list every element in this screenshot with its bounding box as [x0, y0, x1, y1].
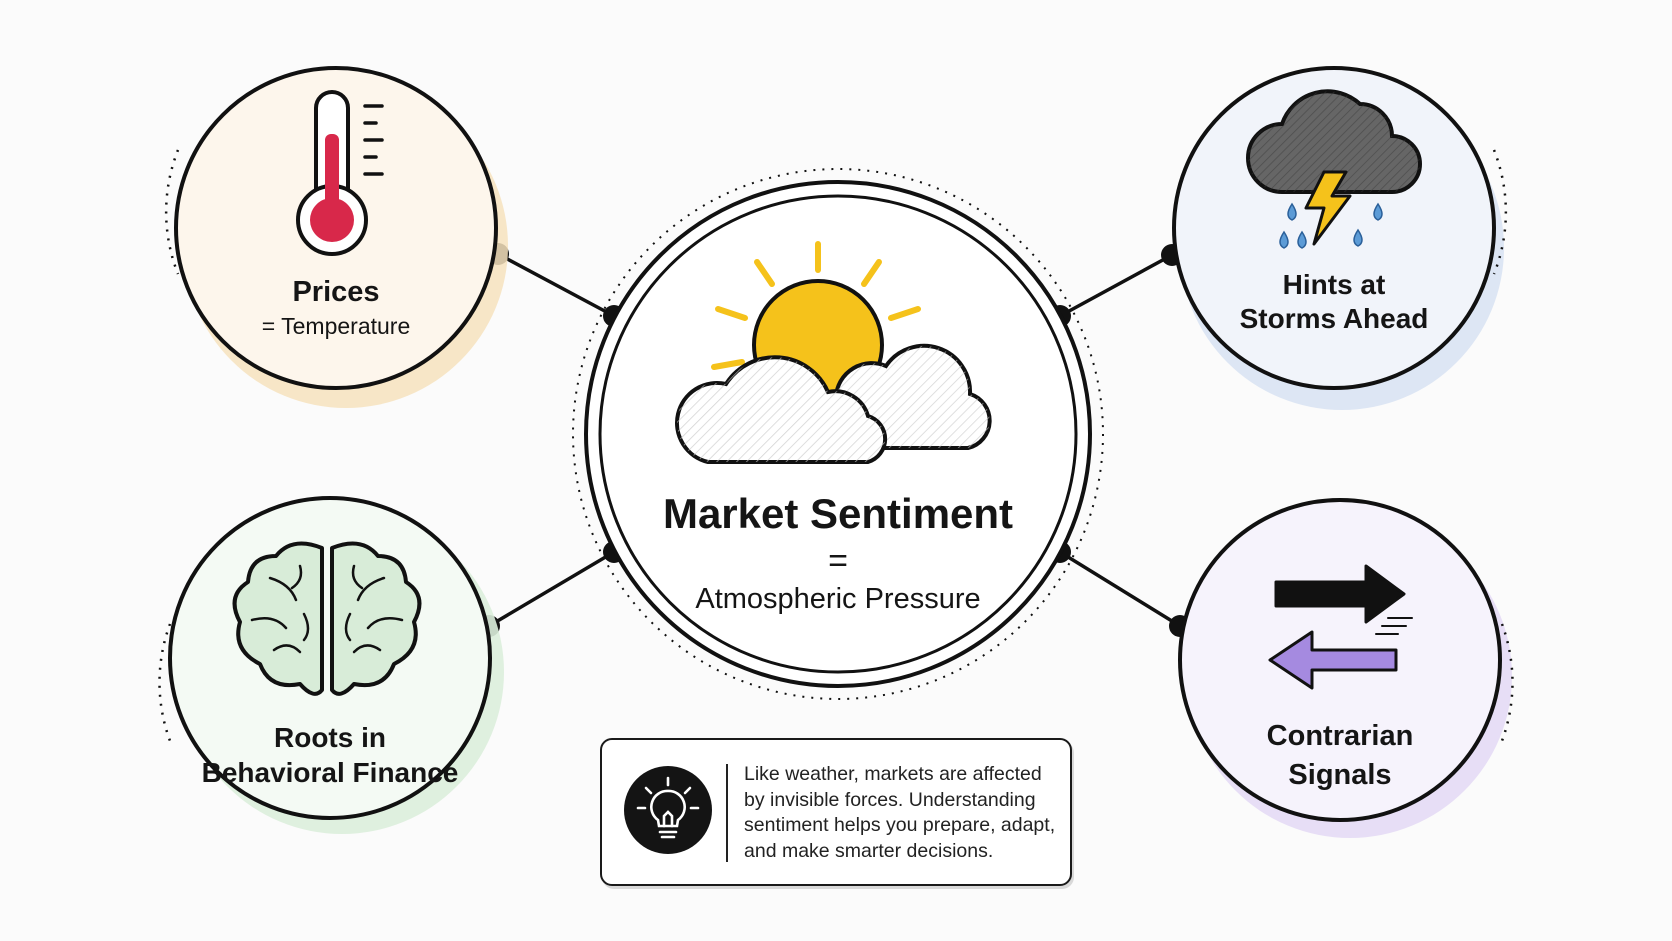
center-title: Market Sentiment: [663, 490, 1013, 537]
lightbulb-icon: [624, 766, 712, 854]
node-storms: Hints at Storms Ahead: [1172, 66, 1508, 410]
behavioral-line1: Roots in: [274, 722, 386, 753]
brain-icon: [232, 541, 422, 696]
behavioral-line2: Behavioral Finance: [202, 757, 459, 788]
sun-behind-cloud-icon: [675, 241, 992, 464]
opposite-arrows-icon: [1268, 564, 1413, 690]
connector-behavioral: [478, 541, 625, 637]
connector-contrarian: [1049, 541, 1191, 637]
storms-line2: Storms Ahead: [1240, 303, 1429, 334]
node-contrarian: Contrarian Signals: [1178, 498, 1514, 838]
connector-storms: [1049, 244, 1183, 327]
info-card: Like weather, markets are affected by in…: [600, 738, 1072, 886]
storm-cloud-icon: [1246, 89, 1422, 249]
node-behavioral: Roots in Behavioral Finance: [158, 496, 504, 834]
prices-title: Prices: [292, 276, 379, 308]
node-prices: Prices = Temperature: [164, 66, 508, 408]
prices-subtitle: = Temperature: [262, 313, 411, 339]
center-node: Market Sentiment = Atmospheric Pressure: [572, 168, 1104, 700]
center-subtitle: Atmospheric Pressure: [695, 583, 980, 615]
contrarian-line2: Signals: [1288, 759, 1391, 791]
contrarian-line1: Contrarian: [1267, 720, 1414, 752]
center-equals: =: [828, 542, 848, 580]
storms-line1: Hints at: [1283, 269, 1386, 300]
info-divider: [726, 764, 728, 862]
thermometer-icon: [296, 90, 384, 256]
info-text: Like weather, markets are affected by in…: [744, 763, 1056, 862]
